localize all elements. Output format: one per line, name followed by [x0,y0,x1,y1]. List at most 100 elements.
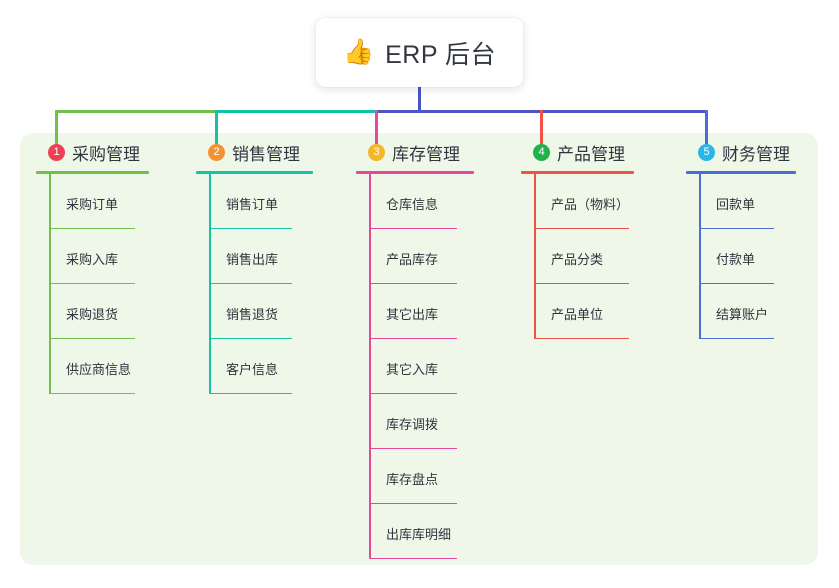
column-items-5: 回款单付款单结算账户 [682,174,822,339]
column-items-4: 产品（物料） 产品分类产品单位 [517,174,667,339]
leaf-item[interactable]: 其它入库 [352,339,507,394]
column-trunk-2 [209,174,211,394]
column-badge-1: 1 [48,143,65,161]
column-badge-2: 2 [208,143,225,161]
bar-segment-2 [214,110,377,113]
column-header-rule-5 [686,171,796,174]
leaf-item[interactable]: 销售订单 [192,174,342,229]
leaf-item-label: 出库库明细 [386,527,452,542]
leaf-item[interactable]: 库存盘点 [352,449,507,504]
leaf-item-rule [699,337,774,339]
leaf-item-rule [209,337,292,339]
root-stem-connector [417,87,421,113]
drop-connector-3 [374,110,378,147]
leaf-item[interactable]: 库存调拨 [352,394,507,449]
column-title-4: 产品管理 [557,144,625,164]
leaf-item-rule [369,502,457,504]
column-badge-4: 4 [533,143,550,161]
leaf-item-label: 产品库存 [386,252,439,267]
drop-connector-1 [54,110,58,147]
leaf-item-label: 回款单 [716,197,756,212]
diagram-panel [20,133,818,565]
leaf-item-label: 结算账户 [716,307,769,322]
drop-connector-4 [539,110,543,147]
bar-segment-1 [54,110,217,113]
column-items-3: 仓库信息产品库存其它出库其它入库库存调拨库存盘点出库库明细 [352,174,507,559]
leaf-item-label: 采购订单 [66,197,119,212]
column-trunk-5 [699,174,701,339]
leaf-item-rule [209,282,292,284]
column-2: 2 销售管理销售订单销售出库销售退货客户信息 [192,133,342,394]
leaf-item-rule [369,337,457,339]
column-header-rule-3 [356,171,474,174]
column-trunk-4 [534,174,536,339]
leaf-item[interactable]: 产品单位 [517,284,667,339]
column-items-2: 销售订单销售出库销售退货客户信息 [192,174,342,394]
column-trunk-3 [369,174,371,559]
leaf-item[interactable]: 产品库存 [352,229,507,284]
leaf-item[interactable]: 出库库明细 [352,504,507,559]
leaf-item-label: 其它出库 [386,307,439,322]
column-title-2: 销售管理 [232,144,300,164]
leaf-item-rule [49,282,135,284]
thumbs-up-icon: 👍 [342,38,375,66]
leaf-item[interactable]: 采购入库 [32,229,182,284]
column-header-rule-4 [521,171,634,174]
column-badge-5: 5 [698,143,715,161]
leaf-item[interactable]: 供应商信息 [32,339,182,394]
leaf-item-rule [369,447,457,449]
leaf-item[interactable]: 销售出库 [192,229,342,284]
leaf-item-label: 采购入库 [66,252,119,267]
leaf-item-rule [209,227,292,229]
leaf-item-label: 销售订单 [226,197,279,212]
leaf-item-label: 供应商信息 [66,362,132,377]
column-1: 1 采购管理采购订单采购入库采购退货供应商信息 [32,133,182,394]
leaf-item-rule [699,282,774,284]
leaf-item[interactable]: 其它出库 [352,284,507,339]
drop-connector-5 [704,110,708,147]
root-node[interactable]: 👍 ERP 后台 [316,18,523,87]
leaf-item-rule [534,337,629,339]
leaf-item[interactable]: 客户信息 [192,339,342,394]
leaf-item[interactable]: 回款单 [682,174,822,229]
column-header-2[interactable]: 2 销售管理 [192,133,342,171]
leaf-item-rule [49,392,135,394]
leaf-item-rule [49,227,135,229]
leaf-item-label: 产品分类 [551,252,604,267]
leaf-item-label: 采购退货 [66,307,119,322]
column-header-1[interactable]: 1 采购管理 [32,133,182,171]
leaf-item[interactable]: 仓库信息 [352,174,507,229]
leaf-item[interactable]: 销售退货 [192,284,342,339]
leaf-item-rule [49,337,135,339]
leaf-item-rule [369,557,457,559]
leaf-item[interactable]: 付款单 [682,229,822,284]
column-badge-3: 3 [368,143,385,161]
leaf-item-rule [369,227,457,229]
root-node-label: ERP 后台 [385,40,497,69]
leaf-item-label: 产品（物料） [551,197,630,212]
column-title-1: 采购管理 [72,144,140,164]
leaf-item-label: 仓库信息 [386,197,439,212]
column-4: 4 产品管理产品（物料） 产品分类产品单位 [517,133,667,339]
column-header-3[interactable]: 3 库存管理 [352,133,507,171]
leaf-item-rule [534,227,629,229]
leaf-item[interactable]: 结算账户 [682,284,822,339]
leaf-item-label: 客户信息 [226,362,279,377]
leaf-item[interactable]: 采购退货 [32,284,182,339]
column-title-3: 库存管理 [392,144,460,164]
leaf-item-label: 库存盘点 [386,472,439,487]
leaf-item[interactable]: 产品分类 [517,229,667,284]
drop-connector-2 [214,110,218,147]
leaf-item-label: 产品单位 [551,307,604,322]
leaf-item-rule [209,392,292,394]
leaf-item[interactable]: 产品（物料） [517,174,667,229]
leaf-item[interactable]: 采购订单 [32,174,182,229]
column-3: 3 库存管理仓库信息产品库存其它出库其它入库库存调拨库存盘点出库库明细 [352,133,507,559]
column-header-rule-1 [36,171,149,174]
column-trunk-1 [49,174,51,394]
column-header-4[interactable]: 4 产品管理 [517,133,667,171]
leaf-item-rule [369,282,457,284]
